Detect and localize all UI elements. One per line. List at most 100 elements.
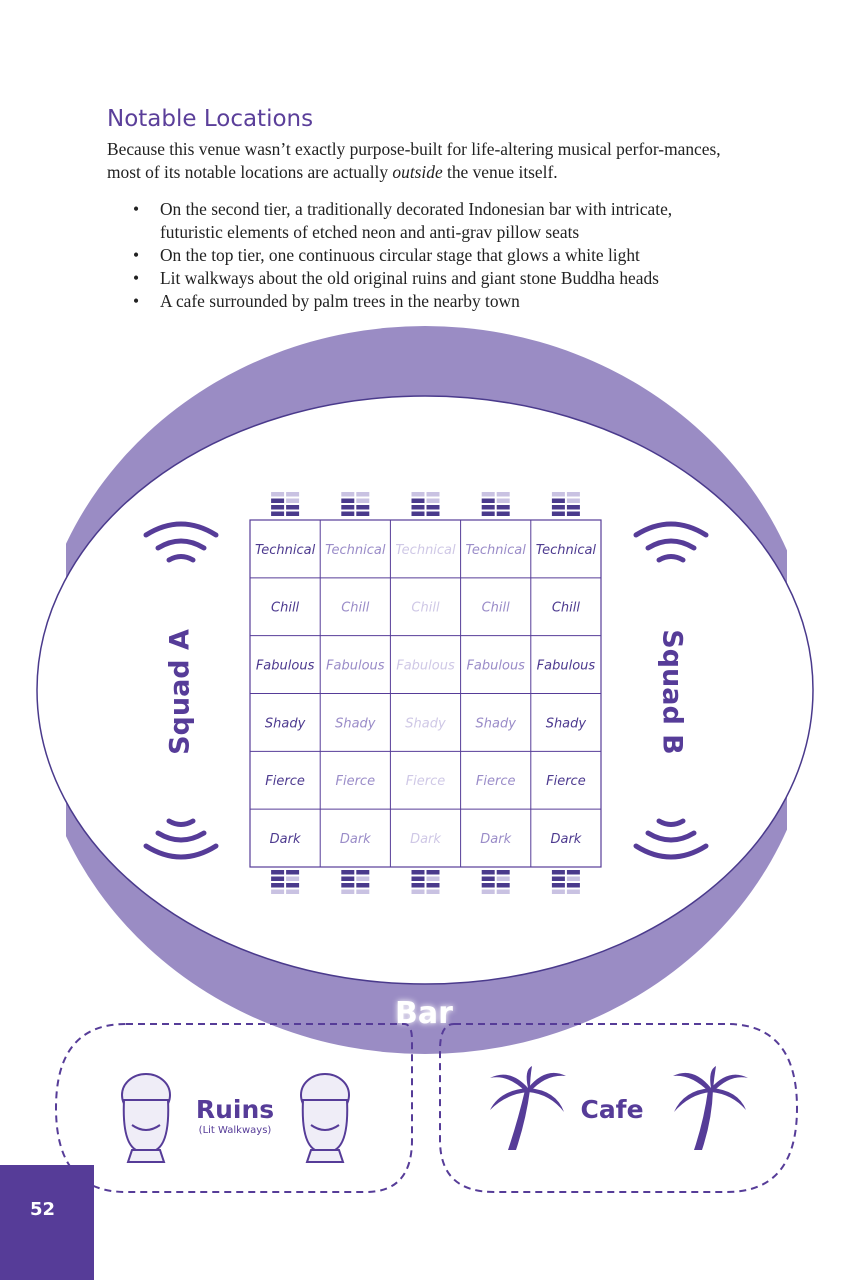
grid-cell-shady: Shady [475, 716, 516, 731]
intro-emphasis: outside [392, 162, 443, 182]
meter-bar [341, 505, 355, 510]
meter-bar [341, 870, 355, 875]
intro-paragraph: Because this venue wasn’t exactly purpos… [107, 138, 732, 184]
meter-bar [496, 492, 510, 497]
palm-tree-icon [490, 1066, 566, 1150]
grid-cell-technical: Technical [325, 543, 386, 558]
meter-bar [271, 511, 285, 516]
buddha-head-icon [300, 1073, 350, 1163]
meter-bar [286, 870, 300, 875]
meter-bar [341, 876, 355, 881]
grid-cell-dark: Dark [270, 832, 301, 847]
meter-bar [286, 876, 300, 881]
meter-bar [496, 889, 510, 894]
grid-cell-dark: Dark [480, 832, 511, 847]
grid-cell-dark: Dark [340, 832, 371, 847]
speaker-icon [143, 521, 219, 563]
meter-bar [551, 883, 565, 888]
meter-bar [356, 883, 370, 888]
meter-bar [426, 870, 440, 875]
meter-bar [551, 505, 565, 510]
grid-cell-chill: Chill [271, 601, 300, 616]
meter-bar [566, 498, 580, 503]
meter-bar [566, 889, 580, 894]
meter-bar [271, 505, 285, 510]
meter-bar [481, 492, 495, 497]
grid-cell-chill: Chill [341, 601, 370, 616]
grid-cell-technical: Technical [466, 543, 527, 558]
grid-cell-shady: Shady [546, 716, 587, 731]
meter-bar [356, 870, 370, 875]
grid-cell-fierce: Fierce [406, 774, 446, 789]
meter-bar [271, 492, 285, 497]
meter-bar [426, 876, 440, 881]
meter-bar [551, 889, 565, 894]
ruins-zone [54, 1023, 413, 1193]
list-item: On the second tier, a traditionally deco… [133, 198, 733, 244]
meter-bar [426, 883, 440, 888]
grid-cell-fabulous: Fabulous [326, 659, 385, 674]
meter-bar [356, 876, 370, 881]
squad-a-label: Squad A [165, 629, 196, 755]
locations-list: On the second tier, a traditionally deco… [133, 198, 733, 313]
meter-bar [551, 498, 565, 503]
meter-bar [426, 498, 440, 503]
meter-bar [551, 870, 565, 875]
grid-cell-technical: Technical [536, 543, 597, 558]
meter-bar [271, 883, 285, 888]
meter-bar [496, 511, 510, 516]
meter-bar [286, 505, 300, 510]
grid-cell-technical: Technical [395, 543, 456, 558]
palm-tree-icon [673, 1066, 748, 1150]
meter-bar [496, 870, 510, 875]
list-item: A cafe surrounded by palm trees in the n… [133, 290, 733, 313]
meter-bar [271, 870, 285, 875]
page-number: 52 [30, 1199, 56, 1220]
speaker-icon [633, 818, 709, 860]
meter-bar [481, 889, 495, 894]
meter-bar [271, 876, 285, 881]
meter-bar [271, 498, 285, 503]
meter-bar [551, 876, 565, 881]
meter-bar [286, 883, 300, 888]
meter-bar [356, 492, 370, 497]
meter-bar [426, 889, 440, 894]
grid-cell-fierce: Fierce [546, 774, 586, 789]
grid-cell-chill: Chill [552, 601, 581, 616]
meter-bar [341, 511, 355, 516]
meter-bar [481, 883, 495, 888]
cafe-zone [439, 1023, 799, 1193]
meter-bar [426, 511, 440, 516]
page-number-tab [0, 1165, 94, 1280]
meter-bar [481, 876, 495, 881]
meter-bar [356, 511, 370, 516]
meter-bar [481, 498, 495, 503]
grid-cell-fabulous: Fabulous [537, 659, 596, 674]
meter-bar [481, 511, 495, 516]
meter-bar [426, 492, 440, 497]
meter-bar [566, 505, 580, 510]
intro-text-start: Because this venue wasn’t exactly purpos… [107, 139, 721, 182]
meter-bar [496, 505, 510, 510]
list-item: On the top tier, one continuous circular… [133, 244, 733, 267]
speaker-icon [633, 521, 709, 563]
meter-bar [551, 511, 565, 516]
meter-bar [566, 876, 580, 881]
grid-cell-dark: Dark [410, 832, 441, 847]
meter-bar [566, 492, 580, 497]
meter-bar [356, 505, 370, 510]
grid-cell-dark: Dark [550, 832, 581, 847]
meter-bar [426, 505, 440, 510]
bar-label: Bar [395, 996, 453, 1031]
meter-bar [411, 492, 425, 497]
meter-bar [566, 870, 580, 875]
level-meters [271, 492, 580, 894]
ruins-sublabel: (Lit Walkways) [199, 1125, 272, 1136]
meter-bar [411, 505, 425, 510]
grid-cell-shady: Shady [265, 716, 306, 731]
meter-bar [496, 498, 510, 503]
meter-bar [286, 511, 300, 516]
section-heading: Notable Locations [107, 106, 314, 132]
meter-bar [341, 492, 355, 497]
